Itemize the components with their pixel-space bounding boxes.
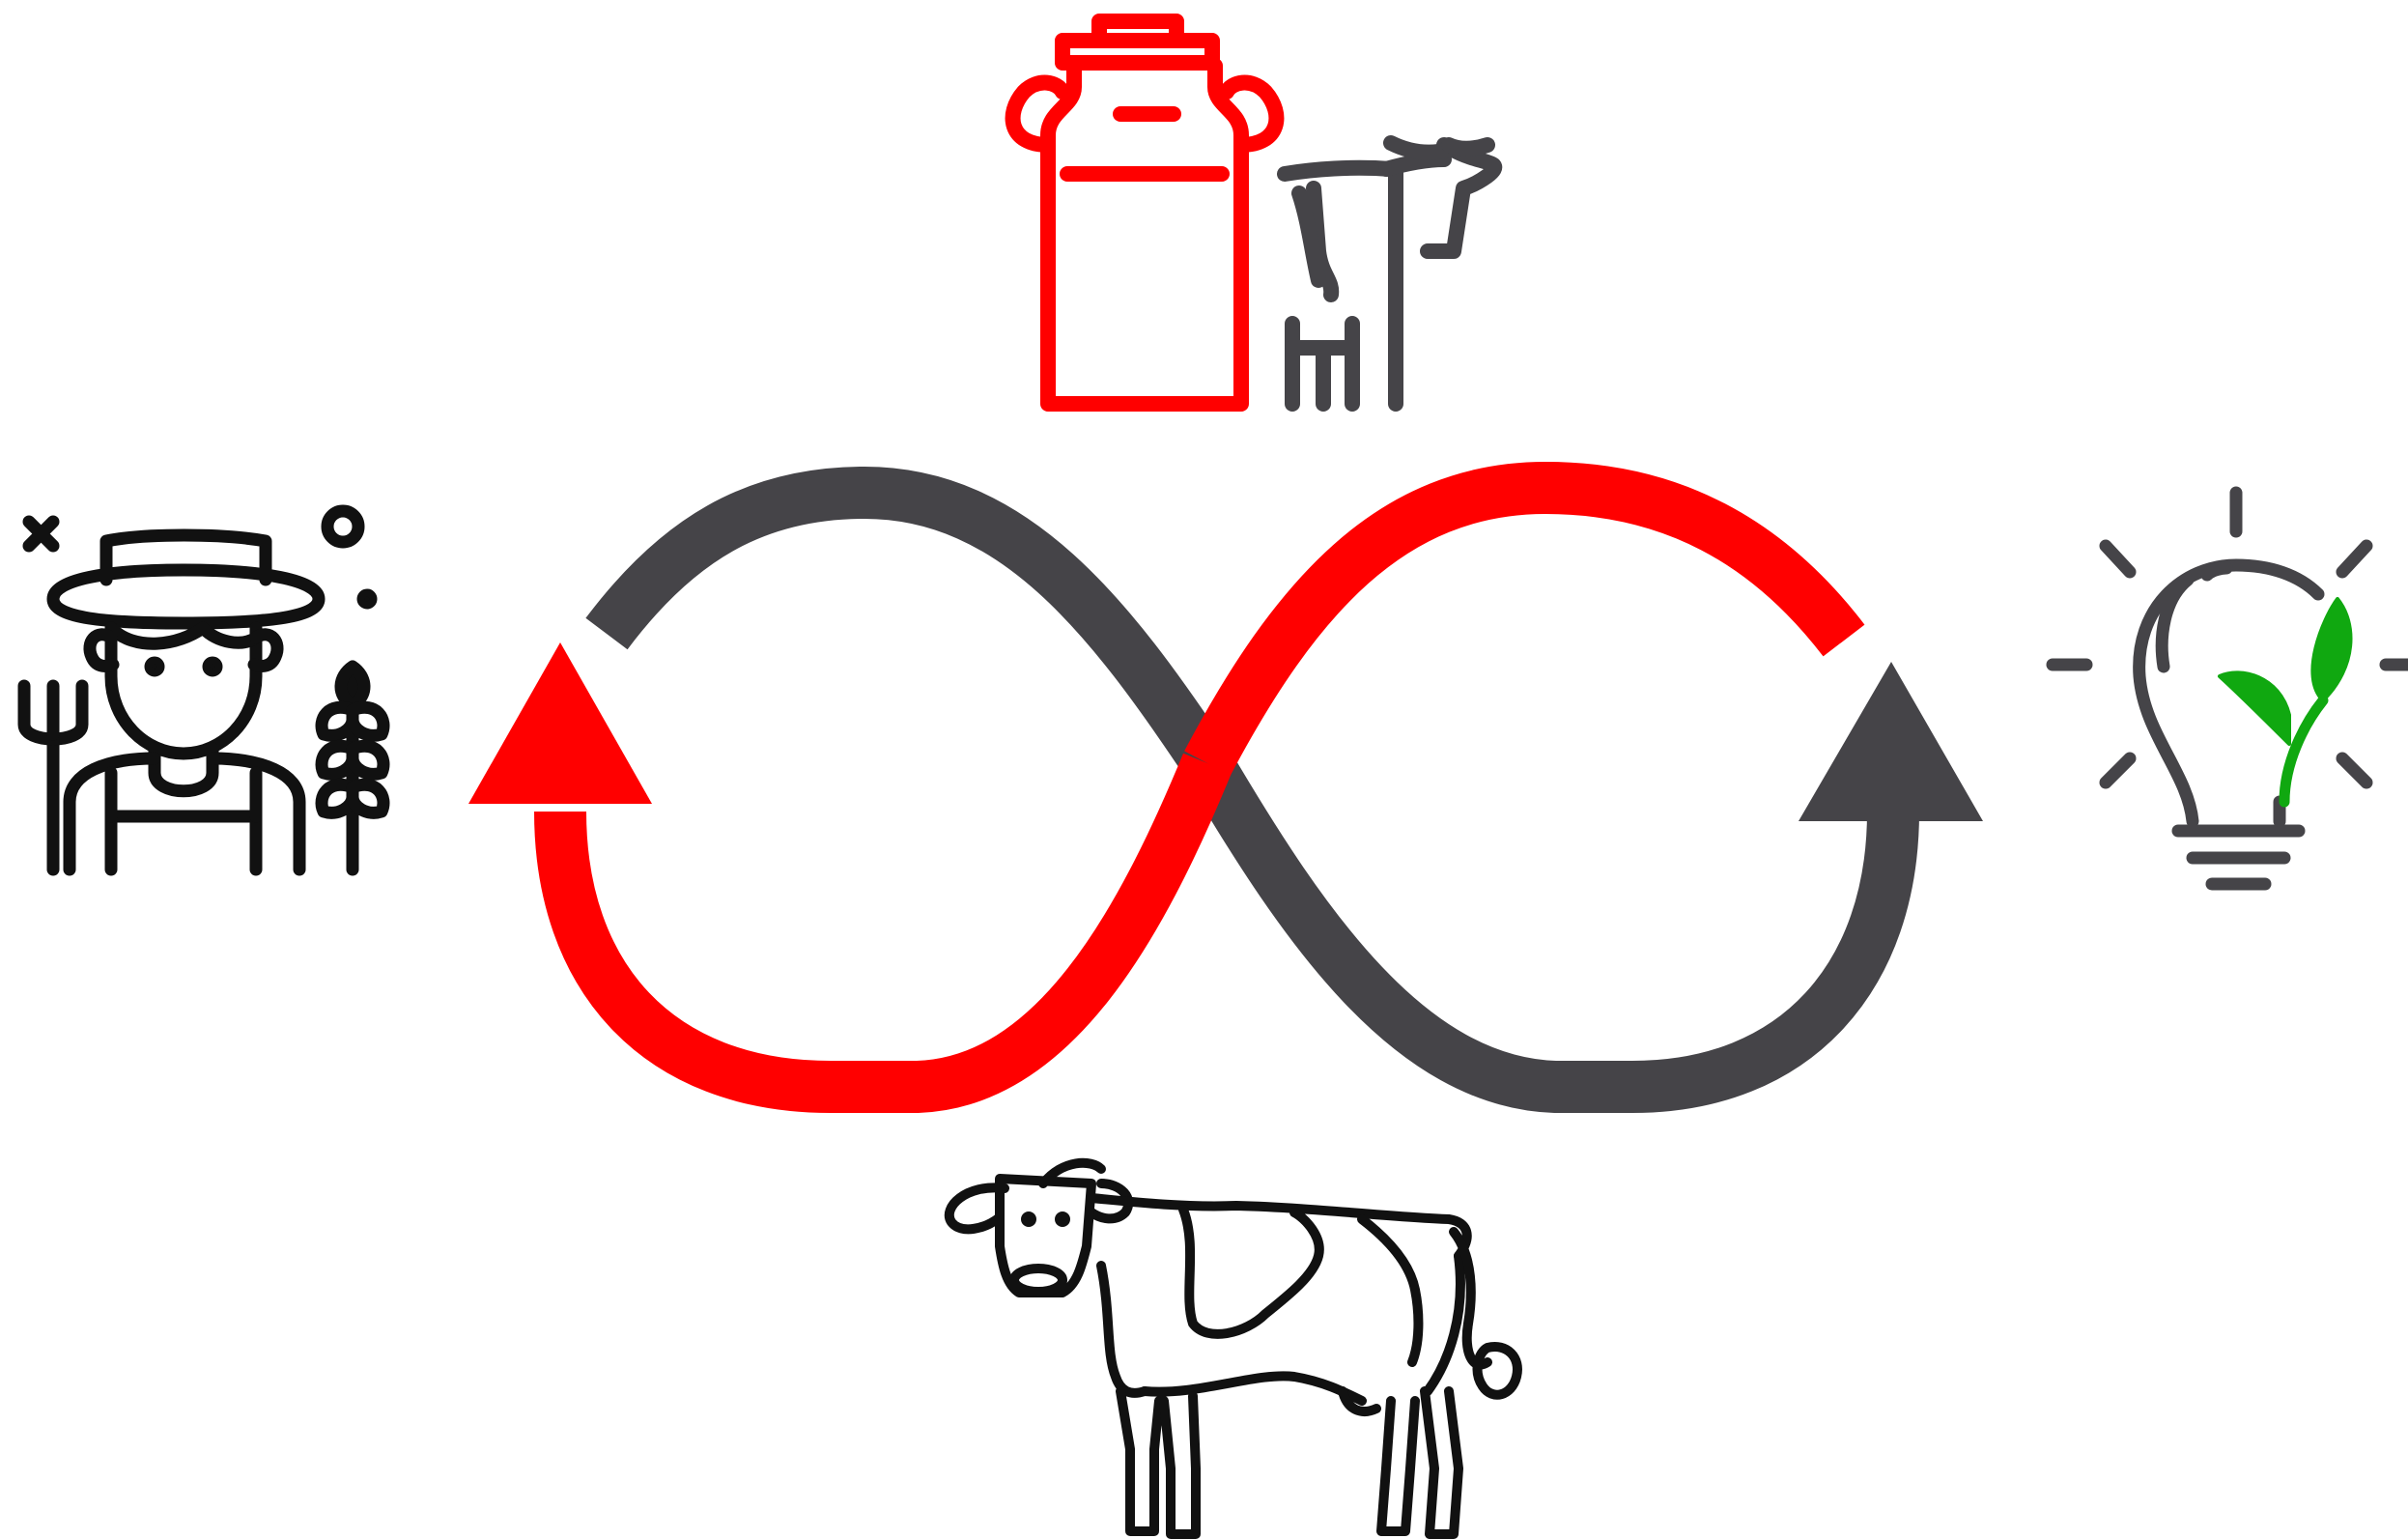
plant-sprout-icon	[2220, 599, 2351, 802]
dairy-cow-icon	[1285, 143, 1494, 404]
loop-red-upper-right	[1207, 488, 1844, 763]
farmer-icon	[24, 511, 383, 869]
cow-icon	[949, 1163, 1517, 1534]
dot-decoration-icon	[363, 595, 371, 603]
cross-decoration-icon	[29, 522, 53, 546]
loop-gray-lower-right	[1207, 763, 1893, 1087]
infinity-loop	[468, 488, 1983, 1087]
arrowhead-red-icon	[468, 642, 652, 804]
loop-red-lower-left	[560, 763, 1207, 1087]
milk-can-and-cow-icon	[1013, 21, 1495, 404]
circle-decoration-icon	[327, 511, 358, 542]
lightbulb-plant-icon	[2053, 493, 2408, 884]
milk-can-icon	[1013, 21, 1277, 404]
loop-gray-upper-left	[607, 493, 1207, 763]
arrowhead-gray-icon	[1799, 662, 1983, 821]
